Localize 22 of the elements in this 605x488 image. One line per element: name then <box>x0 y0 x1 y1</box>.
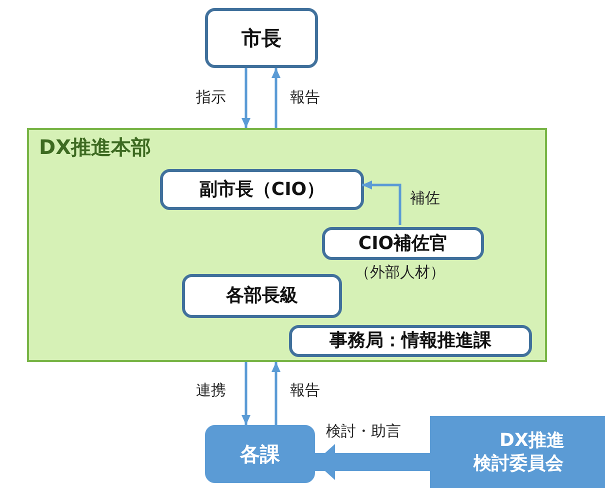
edge-label: 報告 <box>290 88 320 107</box>
arrow <box>242 362 250 425</box>
role-box: CIO補佐官 <box>322 227 484 260</box>
arrow <box>272 362 280 425</box>
role-box: DX推進検討委員会 <box>430 416 605 488</box>
edge-label: 検討・助言 <box>326 422 401 441</box>
role-box: 各部長級 <box>182 274 342 318</box>
role-box: 事務局：情報推進課 <box>289 325 532 357</box>
arrow <box>242 68 250 128</box>
arrow <box>315 444 430 480</box>
arrow <box>272 68 280 128</box>
role-box: 市長 <box>205 8 318 68</box>
edge-label: 報告 <box>290 381 320 400</box>
edge-label: 補佐 <box>410 189 440 208</box>
panel-heading: DX推進本部 <box>39 134 152 161</box>
role-box: 各課 <box>205 425 315 483</box>
arrow <box>362 180 402 225</box>
role-box: 副市長（CIO） <box>160 169 364 210</box>
group-panel <box>27 128 547 362</box>
node-note: （外部人材） <box>355 263 445 282</box>
edge-label: 指示 <box>196 88 226 107</box>
edge-label: 連携 <box>196 381 226 400</box>
